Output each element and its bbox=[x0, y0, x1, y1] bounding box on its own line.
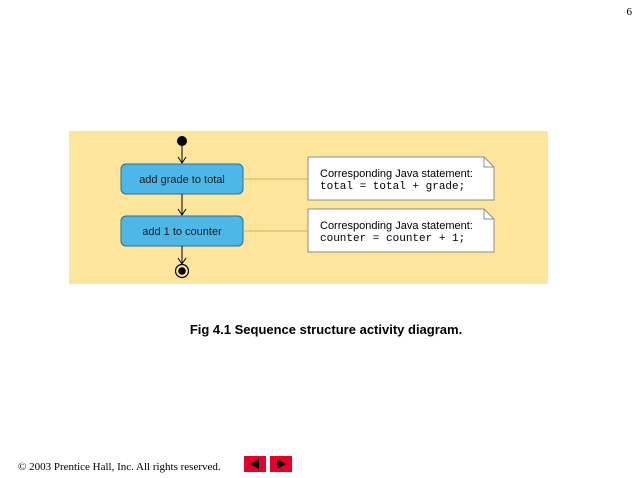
previous-slide-button[interactable] bbox=[244, 456, 266, 472]
next-slide-button[interactable] bbox=[270, 456, 292, 472]
note-counter: Corresponding Java statement: counter = … bbox=[307, 208, 495, 253]
note-code: total = total + grade; bbox=[320, 181, 465, 193]
note-heading: Corresponding Java statement: bbox=[320, 168, 473, 180]
final-node bbox=[174, 263, 190, 279]
left-arrow-icon bbox=[250, 459, 259, 469]
activity-label: add grade to total bbox=[139, 174, 225, 186]
activity-add-grade: add grade to total bbox=[120, 163, 244, 195]
activity-label: add 1 to counter bbox=[142, 226, 222, 238]
right-arrow-icon bbox=[277, 459, 286, 469]
note-heading: Corresponding Java statement: bbox=[320, 220, 473, 232]
arrow-head bbox=[177, 208, 187, 216]
arrow-head bbox=[177, 156, 187, 164]
activity-add-counter: add 1 to counter bbox=[120, 215, 244, 247]
initial-node bbox=[177, 136, 187, 146]
figure-caption: Fig 4.1 Sequence structure activity diag… bbox=[189, 322, 463, 337]
page-number: 6 bbox=[626, 6, 633, 18]
note-total: Corresponding Java statement: total = to… bbox=[307, 156, 495, 201]
note-code: counter = counter + 1; bbox=[320, 233, 465, 245]
copyright-notice: © 2003 Prentice Hall, Inc. All rights re… bbox=[18, 461, 221, 473]
